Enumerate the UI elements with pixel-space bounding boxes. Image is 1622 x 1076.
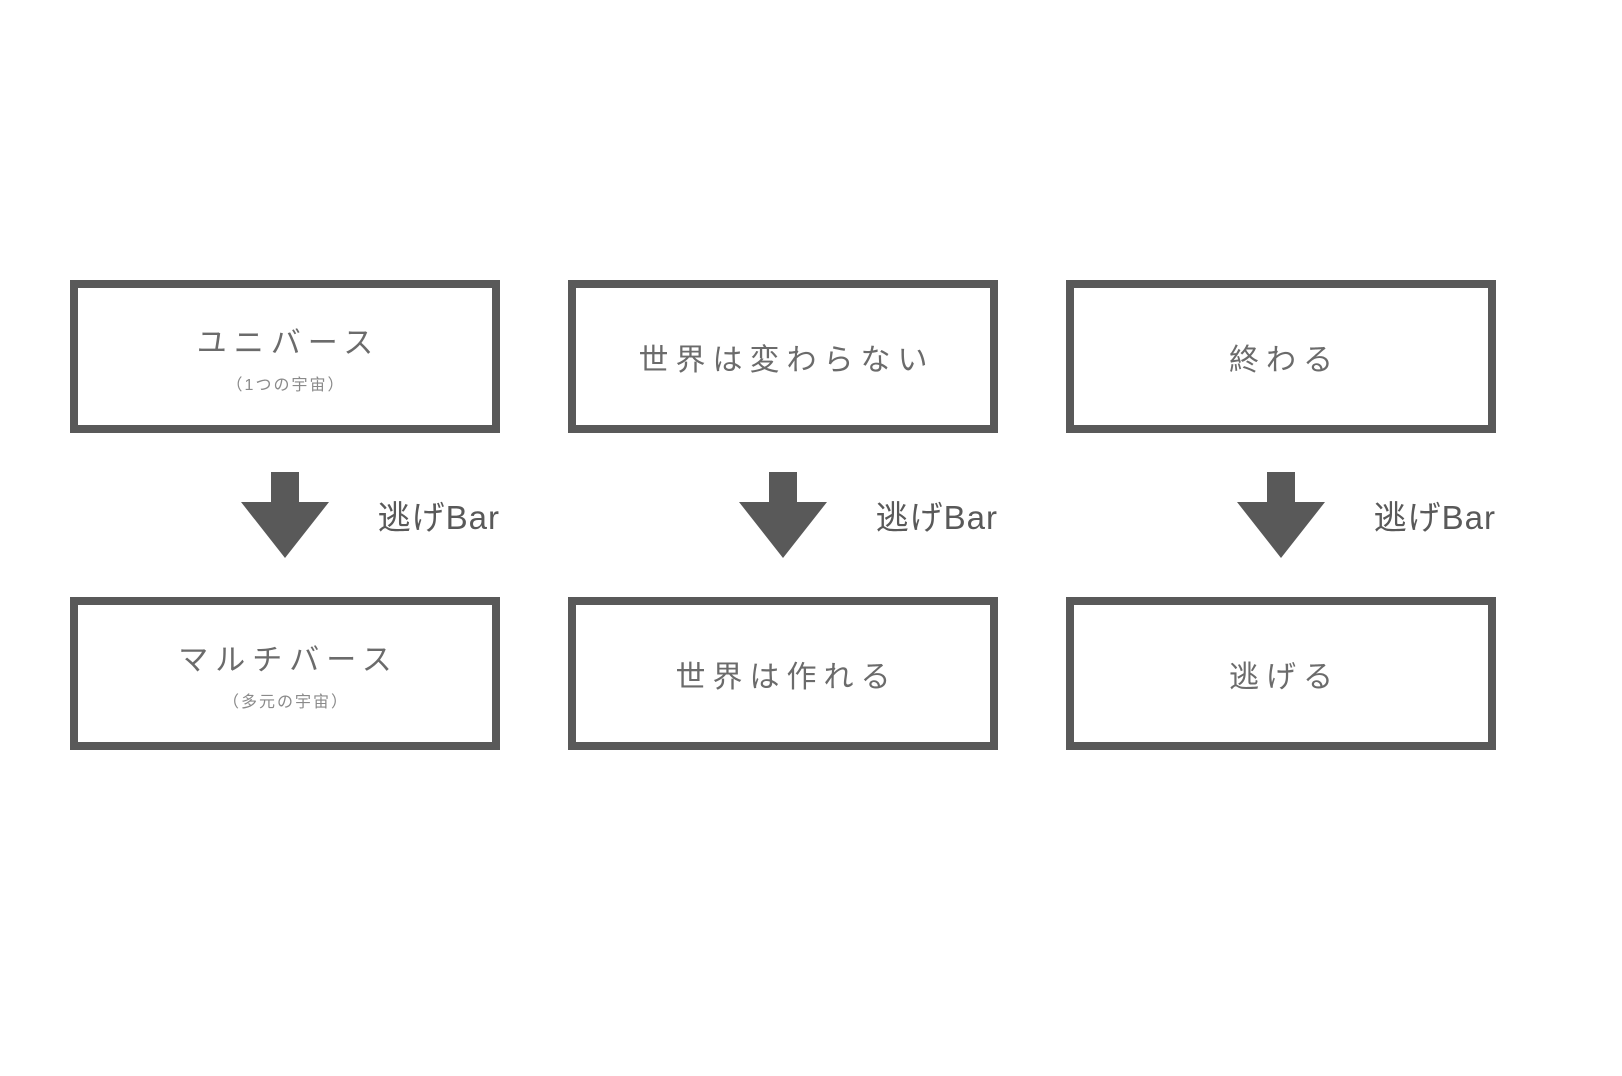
box-title: 世界は変わらない (638, 343, 935, 377)
down-arrow-icon (241, 472, 329, 558)
box-world-unchangeable: 世界は変わらない (568, 280, 998, 433)
box-title: 世界は作れる (675, 660, 898, 694)
arrow-label: 逃げBar (377, 499, 500, 536)
flow-column-universe: ユニバース （1つの宇宙） 逃げBar マルチバース （多元の宇宙） (70, 280, 500, 1076)
box-title: 逃げる (1229, 660, 1340, 694)
box-universe: ユニバース （1つの宇宙） (70, 280, 500, 433)
arrow-row: 逃げBar (1066, 433, 1496, 597)
flow-column-world: 世界は変わらない 逃げBar 世界は作れる (568, 280, 998, 1076)
down-arrow-icon (1237, 472, 1325, 558)
box-title: マルチバース (178, 644, 399, 677)
box-title: ユニバース (196, 327, 381, 360)
box-subtitle: （多元の宇宙） (222, 694, 349, 711)
box-end: 終わる (1066, 280, 1496, 433)
box-world-creatable: 世界は作れる (568, 597, 998, 750)
box-subtitle: （1つの宇宙） (226, 377, 346, 394)
arrow-row: 逃げBar (70, 433, 500, 597)
flow-column-end: 終わる 逃げBar 逃げる (1066, 280, 1496, 1076)
arrow-row: 逃げBar (568, 433, 998, 597)
box-title: 終わる (1229, 343, 1340, 377)
down-arrow-icon (739, 472, 827, 558)
box-multiverse: マルチバース （多元の宇宙） (70, 597, 500, 750)
box-escape: 逃げる (1066, 597, 1496, 750)
arrow-label: 逃げBar (1373, 499, 1496, 536)
arrow-label: 逃げBar (875, 499, 998, 536)
